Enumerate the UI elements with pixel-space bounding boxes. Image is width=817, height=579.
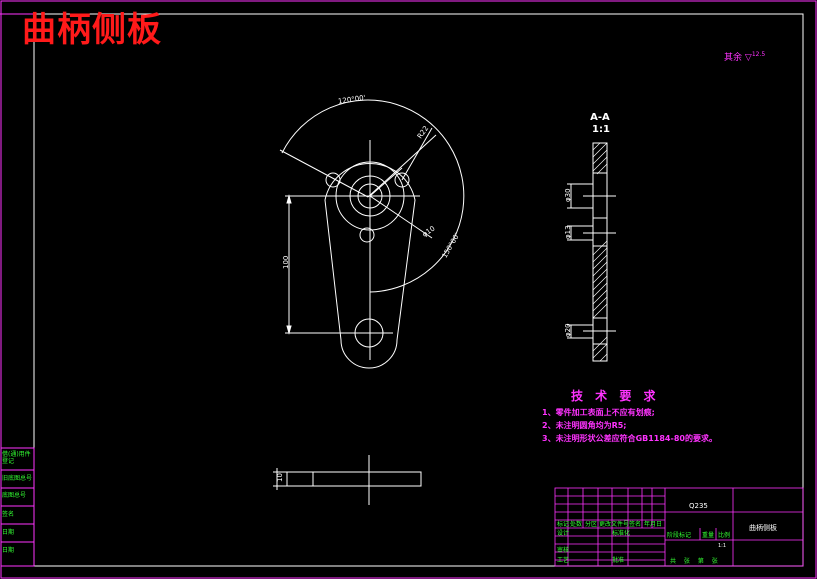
material-label: Q235	[689, 502, 708, 510]
tb-col-change: 更改文件号	[599, 521, 630, 528]
section-view-name: A-A	[590, 112, 610, 123]
drawing-title: 曲柄侧板	[22, 10, 162, 50]
tech-requirement-3: 3、未注明形状公差应符合GB1184-80的要求。	[542, 434, 717, 443]
dim-angle-right: 150°00'	[441, 232, 462, 260]
title-block-grid	[554, 487, 804, 567]
tb-col-date: 年月日	[644, 521, 663, 528]
tb-col-zone: 分区	[585, 521, 598, 528]
side-cell-borrowed: 借(通)用件登记	[2, 451, 31, 465]
tb-col-mark: 标记	[557, 521, 570, 528]
tb-col-sign: 签名	[629, 521, 642, 528]
tech-requirement-2: 2、未注明圆角均为R5;	[542, 421, 627, 430]
tb-process: 工艺	[557, 557, 570, 564]
tb-approve: 批准	[612, 557, 625, 564]
tb-weight: 重量	[702, 532, 715, 539]
tech-requirements-title: 技 术 要 求	[571, 389, 660, 403]
dim-100: 100	[282, 256, 290, 269]
tb-col-count: 处数	[570, 521, 583, 528]
ratio-value: 1:1	[718, 543, 727, 549]
tb-stage: 阶段标记	[667, 532, 692, 539]
side-cell-old-drawing: 旧底图总号	[2, 475, 33, 482]
main-view	[279, 99, 465, 369]
dim-r22: R22	[416, 124, 430, 140]
side-cell-drawing-no: 底图总号	[2, 492, 27, 499]
dim-d10: φ10	[421, 225, 437, 239]
tb-design: 设计	[557, 530, 570, 537]
roughness-value: 12.5	[751, 51, 766, 58]
dim-angle-top: 120°00'	[338, 94, 367, 106]
tb-standardize: 标准化	[612, 530, 631, 537]
side-cell-date-1: 日期	[2, 529, 15, 536]
bottom-view	[273, 455, 422, 505]
roughness-note: 其余 ▽12.5	[724, 51, 766, 63]
section-view	[567, 142, 616, 362]
side-cell-signature: 签名	[2, 511, 15, 518]
side-panel-grid	[0, 447, 35, 567]
roughness-label: 其余	[724, 53, 743, 63]
dim-thickness: 10	[276, 473, 284, 482]
part-name-label: 曲柄侧板	[749, 524, 777, 532]
tb-sheets: 共 张 第 张	[670, 558, 721, 565]
inner-frame	[33, 13, 804, 567]
tb-ratio: 比例	[718, 532, 731, 539]
tech-requirement-1: 1、零件加工表面上不应有划痕;	[542, 408, 655, 417]
tb-review: 审核	[557, 547, 570, 554]
dim-d30: φ30	[564, 188, 572, 202]
side-cell-date-2: 日期	[2, 547, 15, 554]
section-view-scale: 1:1	[592, 124, 610, 135]
dim-d20: φ20	[564, 323, 572, 337]
dim-d13: φ13	[564, 225, 572, 239]
